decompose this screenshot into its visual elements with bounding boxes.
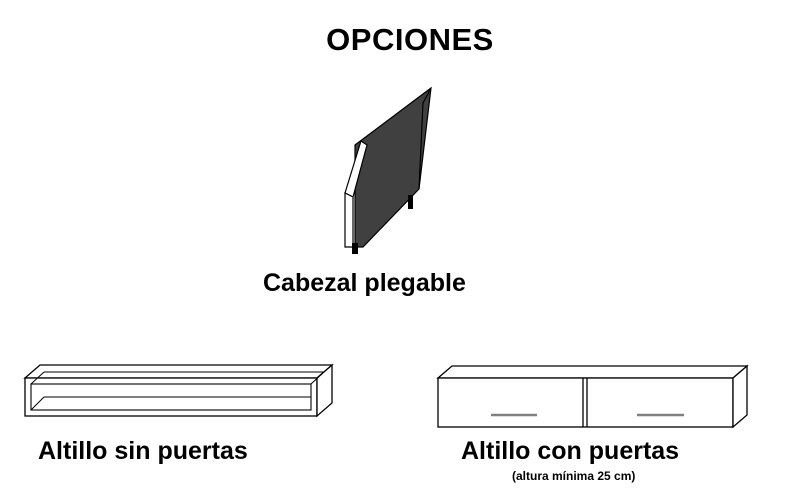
headboard-leg <box>408 195 413 209</box>
headboard-leg <box>352 243 358 254</box>
page-title: OPCIONES <box>326 22 494 57</box>
door-shelf-unit-icon <box>436 364 749 429</box>
option-note-min-height: (altura mínima 25 cm) <box>512 469 636 483</box>
option-label-headboard: Cabezal plegable <box>263 269 466 297</box>
headboard-panel <box>354 86 432 248</box>
headboard-edge <box>344 192 354 248</box>
folding-headboard-icon <box>344 86 432 254</box>
option-label-door-shelf: Altillo con puertas <box>461 437 680 465</box>
open-shelf-unit-icon <box>23 363 334 418</box>
option-label-open-shelf: Altillo sin puertas <box>38 437 248 465</box>
